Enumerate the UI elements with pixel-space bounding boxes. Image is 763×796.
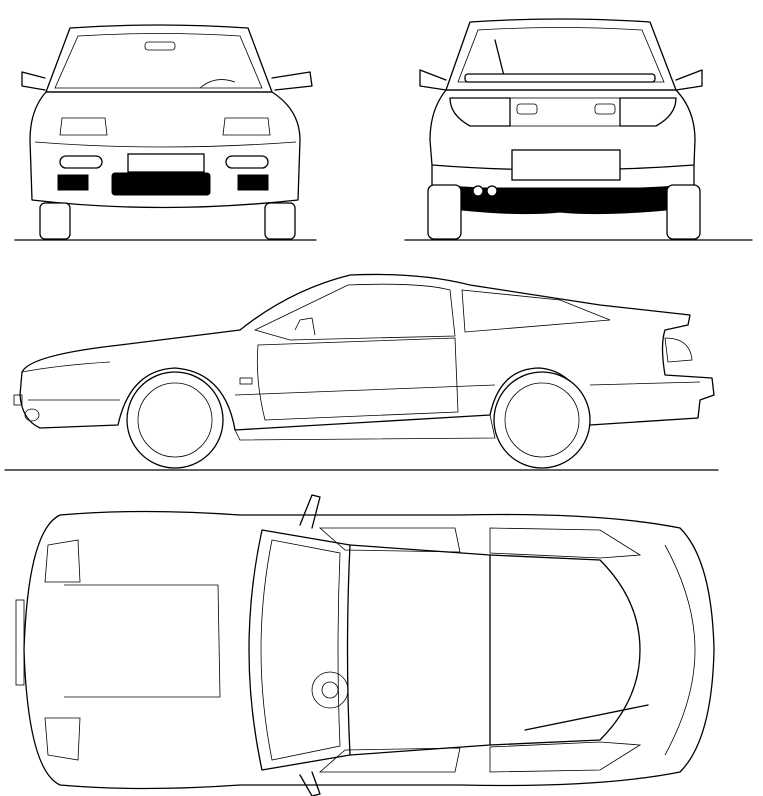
reverse-light-left: [516, 103, 538, 115]
side-marker: [239, 377, 253, 385]
hood-line: [21, 361, 111, 373]
front-body: [29, 91, 301, 209]
top-right-mirror: [299, 771, 321, 796]
top-right-headlight: [44, 717, 81, 761]
top-rear-spoiler: [664, 544, 696, 756]
right-headlight-cover: [222, 117, 271, 136]
rear-wheel-rim: [504, 382, 580, 458]
front-windshield-frame: [45, 24, 273, 93]
top-windshield-glass: [260, 539, 341, 761]
rear-spoiler: [464, 73, 656, 83]
top-left-door-window: [318, 527, 461, 553]
hood-panel: [64, 584, 221, 698]
top-left-headlight: [44, 539, 81, 583]
reverse-light-right: [594, 103, 616, 115]
tail-light-center-panel: [509, 97, 621, 127]
side-fog-light: [24, 408, 40, 422]
rear-wiper: [494, 39, 506, 81]
steering-hub: [321, 681, 339, 699]
left-fog-light: [57, 174, 89, 191]
side-mirror: [294, 317, 316, 336]
rear-left-mirror: [419, 69, 447, 91]
top-view: [15, 494, 715, 796]
right-fog-light: [237, 174, 269, 191]
top-rear-window: [489, 554, 641, 746]
top-steering-wheel: [311, 671, 349, 709]
side-view: [4, 273, 719, 471]
side-character-line: [28, 381, 701, 401]
front-bumper-corner: [13, 394, 23, 406]
rear-view: [404, 18, 753, 241]
rear-window-frame: [445, 18, 677, 91]
top-left-quarter-window: [489, 527, 642, 559]
right-turn-light: [225, 155, 269, 169]
front-license-plate: [127, 153, 205, 173]
rear-quarter-window: [461, 289, 611, 333]
front-wheel: [126, 371, 224, 469]
exhaust-right: [486, 185, 498, 197]
top-right-door-window: [318, 747, 461, 773]
side-body-outline: [19, 273, 715, 431]
rear-right-tire: [666, 184, 701, 240]
rear-window: [457, 27, 665, 83]
side-skirt: [234, 414, 496, 441]
rear-right-mirror: [675, 69, 703, 91]
rear-underbody: [459, 187, 669, 215]
front-bumper-edge: [15, 599, 25, 686]
left-turn-light: [59, 155, 103, 169]
steering-wheel: [199, 79, 236, 89]
front-air-intake: [111, 172, 211, 196]
left-tail-light: [449, 97, 511, 127]
rear-license-plate: [511, 149, 621, 181]
front-left-mirror: [21, 71, 46, 91]
top-left-mirror: [299, 494, 321, 529]
right-tail-light: [619, 97, 677, 127]
top-body-outline: [23, 510, 715, 790]
top-right-quarter-window: [489, 741, 642, 773]
front-wheel-rim: [137, 382, 213, 458]
top-roof: [349, 544, 491, 756]
side-tail-light: [664, 337, 693, 363]
left-headlight-cover: [59, 117, 108, 136]
rear-left-tire: [427, 184, 462, 240]
roof-lamp: [144, 41, 176, 51]
front-left-tire: [39, 202, 71, 240]
front-right-mirror: [271, 71, 313, 91]
exhaust-left: [472, 185, 484, 197]
door-panel: [256, 337, 459, 421]
front-windshield: [54, 33, 263, 89]
rear-wheel: [493, 371, 591, 469]
door-window: [253, 283, 456, 341]
bumper-line: [34, 141, 297, 148]
front-right-tire: [264, 202, 296, 240]
rear-wiper-top: [524, 704, 649, 731]
front-view: [14, 24, 317, 241]
top-windshield: [248, 529, 351, 771]
